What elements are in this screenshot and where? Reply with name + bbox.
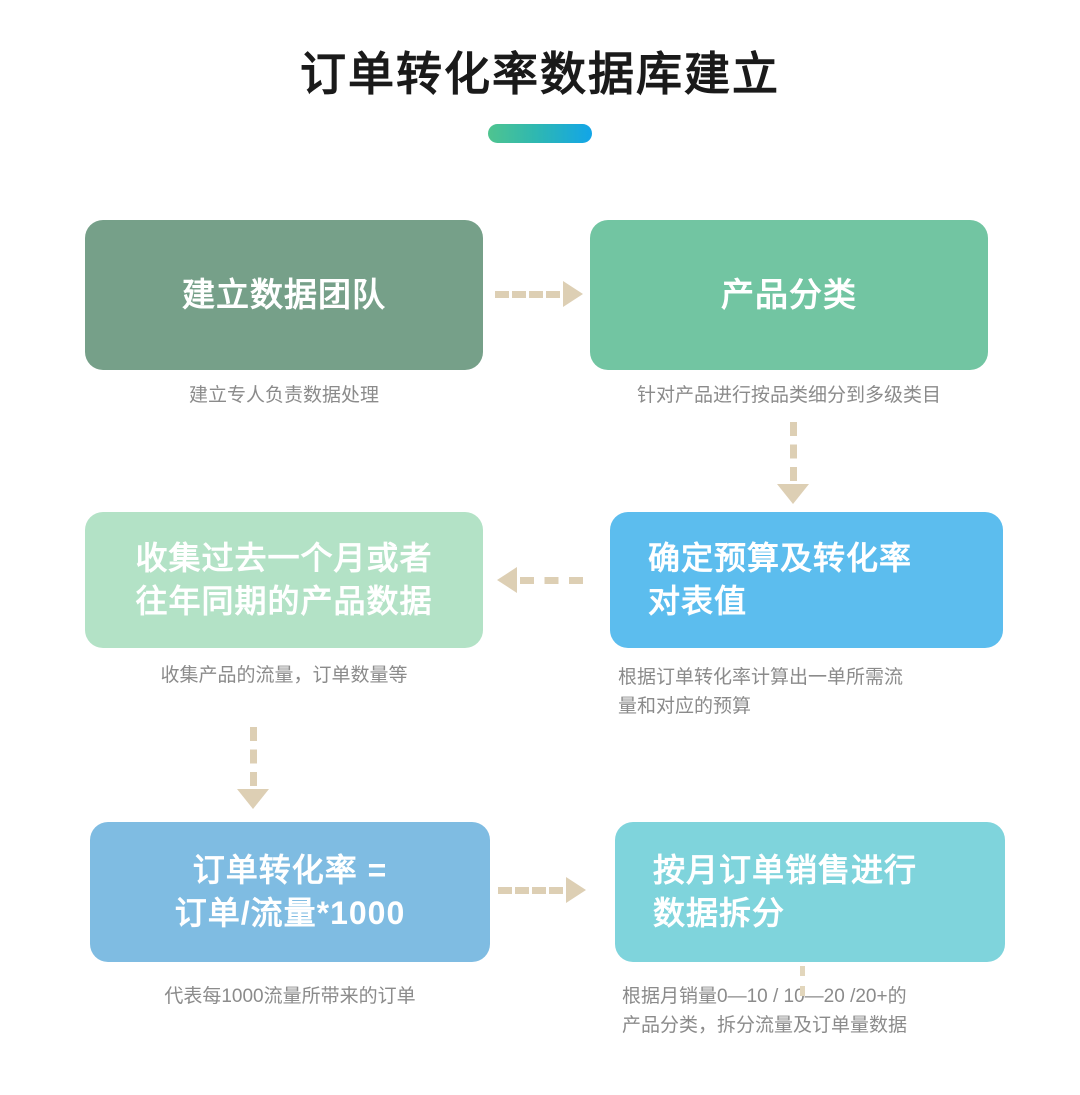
flow-node-caption-build-data-team: 建立专人负责数据处理	[188, 385, 379, 406]
flow-node-label: 建立数据团队	[182, 275, 386, 313]
flow-node-caption-product-classification: 针对产品进行按品类细分到多级类目	[636, 385, 941, 406]
arrow-dash-line	[789, 422, 797, 481]
flow-node-label: 确定预算及转化率 对表值	[648, 540, 913, 619]
title-accent-bar	[488, 123, 592, 143]
flow-node-caption-monthly-data-split: 根据月销量0—10 / 10—20 /20+的 产品分类，拆分流量及订单量数据	[622, 986, 908, 1037]
flow-node-budget-conversion-table[interactable]: 确定预算及转化率 对表值	[610, 512, 1003, 648]
decorative-dashed-line	[800, 966, 805, 996]
arrow-down-icon-node2-to-node4	[777, 422, 809, 504]
flow-node-caption-conversion-formula: 代表每1000流量所带来的订单	[164, 986, 416, 1007]
flow-node-conversion-formula[interactable]: 订单转化率 = 订单/流量*1000	[90, 822, 490, 962]
flow-node-product-classification[interactable]: 产品分类	[590, 220, 988, 370]
flow-node-build-data-team[interactable]: 建立数据团队	[85, 220, 483, 370]
flow-node-label: 订单转化率 = 订单/流量*1000	[174, 852, 406, 931]
arrow-right-icon-node1-to-node2	[495, 281, 583, 307]
arrow-head-right	[566, 877, 586, 903]
flow-node-caption-budget-conversion-table: 根据订单转化率计算出一单所需流 量和对应的预算	[618, 667, 904, 718]
arrow-down-icon-node3-to-node5	[237, 727, 269, 809]
arrow-dash-line	[520, 576, 583, 584]
flow-node-label: 按月订单销售进行 数据拆分	[653, 852, 918, 931]
arrow-head-right	[563, 281, 583, 307]
arrow-right-icon-node5-to-node6	[498, 877, 586, 903]
flow-node-label: 收集过去一个月或者 往年同期的产品数据	[135, 540, 433, 619]
page-header: 订单转化率数据库建立	[0, 0, 1080, 143]
arrow-dash-line	[495, 290, 560, 298]
arrow-head-down	[777, 484, 809, 504]
arrow-left-icon-node4-to-node3	[497, 567, 583, 593]
arrow-head-left	[497, 567, 517, 593]
flow-node-monthly-data-split[interactable]: 按月订单销售进行 数据拆分	[615, 822, 1005, 962]
arrow-dash-line	[249, 727, 257, 786]
flow-node-label: 产品分类	[721, 275, 857, 313]
flow-node-collect-product-data[interactable]: 收集过去一个月或者 往年同期的产品数据	[85, 512, 483, 648]
page-title: 订单转化率数据库建立	[300, 48, 780, 100]
arrow-dash-line	[498, 886, 563, 894]
flow-node-caption-collect-product-data: 收集产品的流量，订单数量等	[160, 665, 408, 686]
arrow-head-down	[237, 789, 269, 809]
